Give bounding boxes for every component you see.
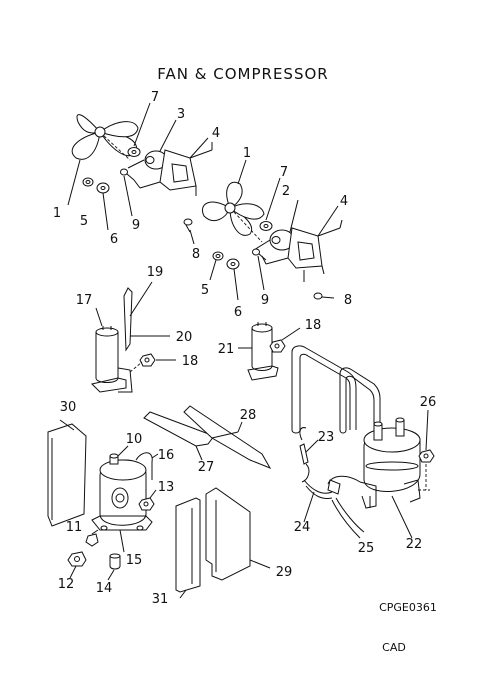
washer-6-upper <box>96 182 110 194</box>
motor-bracket-4-upper <box>133 142 213 196</box>
label-25: 25 <box>358 541 375 556</box>
footer-note: CAD <box>382 641 406 654</box>
label-9: 9 <box>261 293 269 308</box>
pipe-24 <box>303 479 333 499</box>
label-19: 19 <box>147 265 164 280</box>
partition-plate-30 <box>47 423 87 527</box>
drawing-code: CPGE0361 <box>379 601 437 614</box>
label-14: 14 <box>96 581 113 596</box>
washer-7-lower <box>259 221 273 231</box>
nut-5-lower <box>212 251 224 261</box>
label-24: 24 <box>294 520 311 535</box>
capacitor-21 <box>247 322 279 381</box>
label-1: 1 <box>243 146 251 161</box>
label-12: 12 <box>58 577 75 592</box>
label-13: 13 <box>158 480 175 495</box>
pipe-16 <box>135 452 153 480</box>
label-6: 6 <box>110 232 118 247</box>
label-5: 5 <box>201 283 209 298</box>
nut-26 <box>418 449 435 463</box>
label-21: 21 <box>218 342 235 357</box>
label-17: 17 <box>76 293 93 308</box>
pipe-assembly <box>291 345 381 440</box>
label-6: 6 <box>234 305 242 320</box>
motor-bracket-4-lower <box>261 219 343 282</box>
label-27: 27 <box>198 460 215 475</box>
label-3: 3 <box>177 107 185 122</box>
screw-9-lower <box>252 248 267 261</box>
nut-5-upper <box>82 177 94 187</box>
label-11: 11 <box>66 520 83 535</box>
label-8: 8 <box>344 293 352 308</box>
label-16: 16 <box>158 448 175 463</box>
label-7: 7 <box>151 90 159 105</box>
label-4: 4 <box>212 126 220 141</box>
label-30: 30 <box>60 400 77 415</box>
fan-blade-lower <box>202 181 265 236</box>
nut-12 <box>67 551 87 567</box>
capillary-tube-23 <box>299 427 310 483</box>
nut-18-left <box>139 353 156 367</box>
label-18: 18 <box>182 354 199 369</box>
screw-9-upper <box>120 168 135 181</box>
washer-6-lower <box>226 258 240 270</box>
grommet-11 <box>85 533 99 547</box>
label-22: 22 <box>406 537 423 552</box>
label-29: 29 <box>276 565 293 580</box>
label-1: 1 <box>53 206 61 221</box>
insulation-27 <box>143 411 215 447</box>
label-15: 15 <box>126 553 143 568</box>
insulation-28 <box>183 405 272 469</box>
diagram-title: FAN & COMPRESSOR <box>157 65 328 83</box>
label-5: 5 <box>80 214 88 229</box>
label-4: 4 <box>340 194 348 209</box>
label-18: 18 <box>305 318 322 333</box>
compressor-10 <box>91 453 153 531</box>
label-2: 2 <box>282 184 290 199</box>
label-9: 9 <box>132 218 140 233</box>
capacitor-17 <box>91 326 127 393</box>
insulation-29 <box>205 487 251 581</box>
label-28: 28 <box>240 408 257 423</box>
label-8: 8 <box>192 247 200 262</box>
screw-8-upper <box>183 218 193 233</box>
label-26: 26 <box>420 395 437 410</box>
screw-8-lower <box>313 292 335 300</box>
nut-18-right <box>269 339 286 353</box>
pipe-25 <box>327 475 365 539</box>
label-23: 23 <box>318 430 335 445</box>
label-10: 10 <box>126 432 143 447</box>
capacitor-clamp-19 <box>117 287 133 393</box>
washer-7-upper <box>127 147 141 157</box>
fan-blade-upper <box>71 114 139 160</box>
insulation-31 <box>175 497 201 593</box>
compressor-22 <box>359 417 421 509</box>
label-20: 20 <box>176 330 193 345</box>
fan-motor-2 <box>253 229 295 251</box>
label-7: 7 <box>280 165 288 180</box>
spacer-14 <box>109 553 121 570</box>
label-31: 31 <box>152 592 169 607</box>
